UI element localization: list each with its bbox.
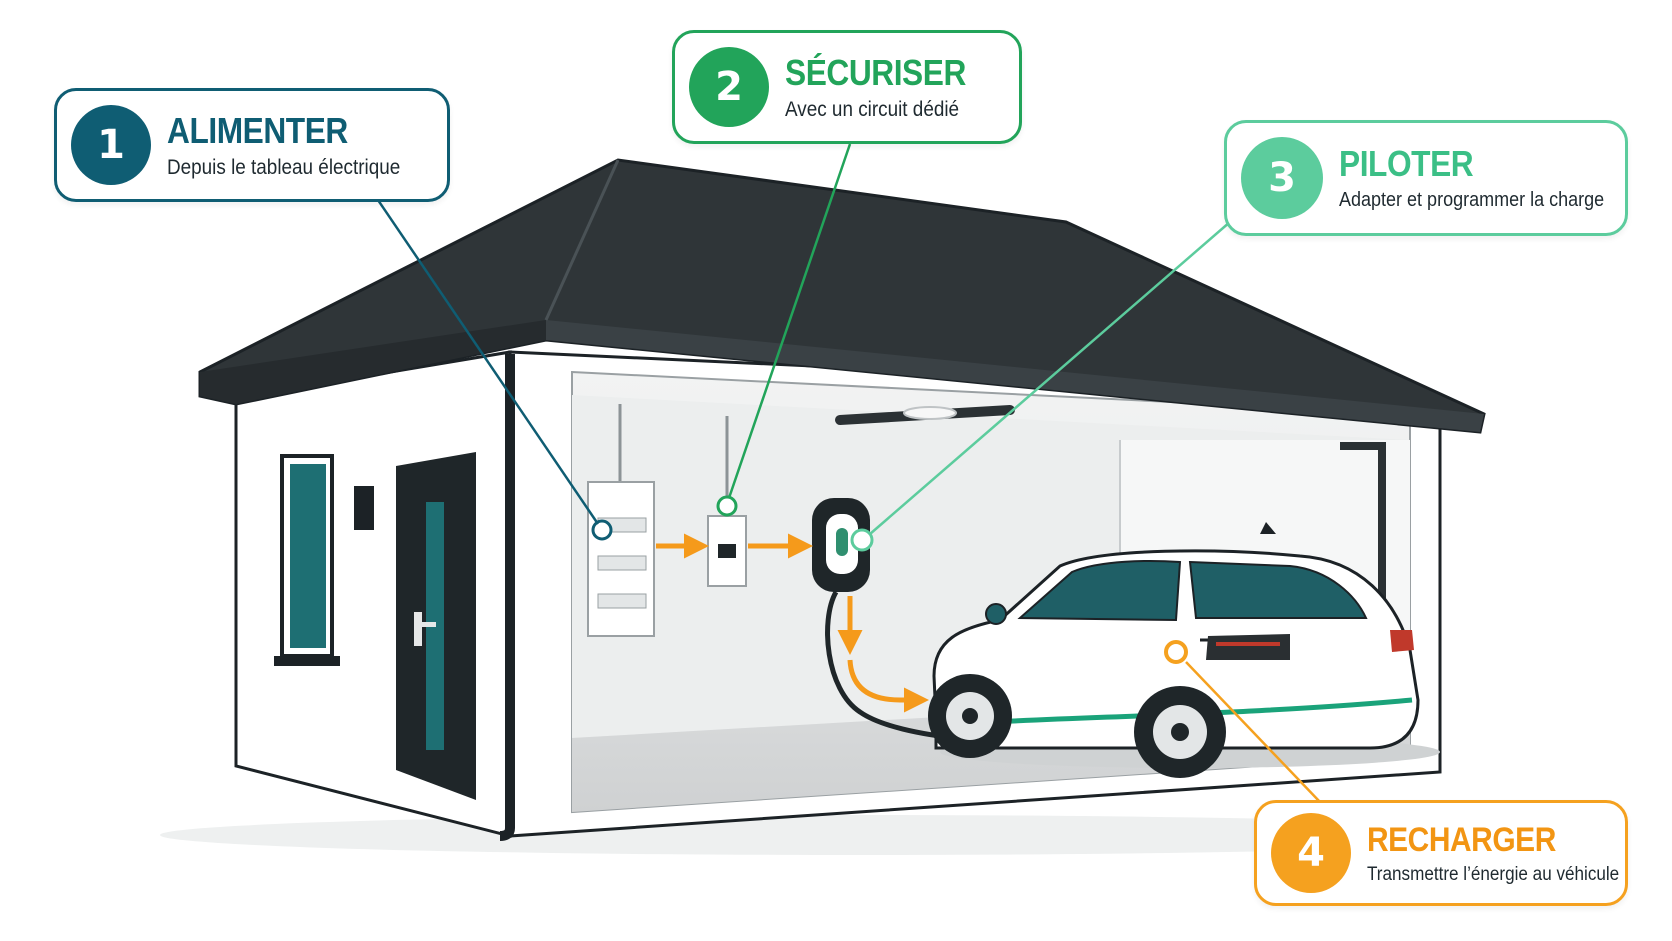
step-number-badge: 4 — [1271, 813, 1351, 893]
step-number-badge: 3 — [1241, 137, 1323, 219]
step-subtitle: Avec un circuit dédié — [785, 97, 960, 121]
wallbox — [812, 498, 874, 592]
electrical-panel — [587, 404, 655, 637]
step-subtitle: Transmettre l’énergie au véhicule — [1367, 863, 1620, 885]
connector-dot-2 — [716, 495, 738, 517]
connector-dot-1 — [591, 519, 613, 541]
electric-car — [928, 522, 1440, 778]
callout-piloter: 3 PILOTER Adapter et programmer la charg… — [1224, 120, 1628, 236]
callout-recharger: 4 RECHARGER Transmettre l’énergie au véh… — [1254, 800, 1628, 906]
callout-alimenter: 1 ALIMENTER Depuis le tableau électrique — [54, 88, 450, 202]
step-title: PILOTER — [1339, 143, 1474, 184]
step-title: SÉCURISER — [785, 51, 966, 93]
callout-leader-lines — [376, 143, 1321, 803]
wall-lamp — [354, 486, 374, 530]
house-door — [396, 452, 476, 800]
step-title: RECHARGER — [1367, 820, 1556, 859]
step-subtitle: Adapter et programmer la charge — [1339, 189, 1605, 211]
callout-securiser: 2 SÉCURISER Avec un circuit dédié — [672, 30, 1022, 144]
downpipe — [499, 354, 515, 841]
connector-dot-4 — [1164, 640, 1188, 664]
step-title: ALIMENTER — [167, 109, 348, 151]
step-number-badge: 2 — [689, 47, 769, 127]
circuit-breaker — [707, 416, 747, 587]
step-subtitle: Depuis le tableau électrique — [167, 155, 401, 179]
house-window — [274, 454, 340, 666]
step-number-badge: 1 — [71, 105, 151, 185]
connector-dot-3 — [850, 528, 874, 552]
